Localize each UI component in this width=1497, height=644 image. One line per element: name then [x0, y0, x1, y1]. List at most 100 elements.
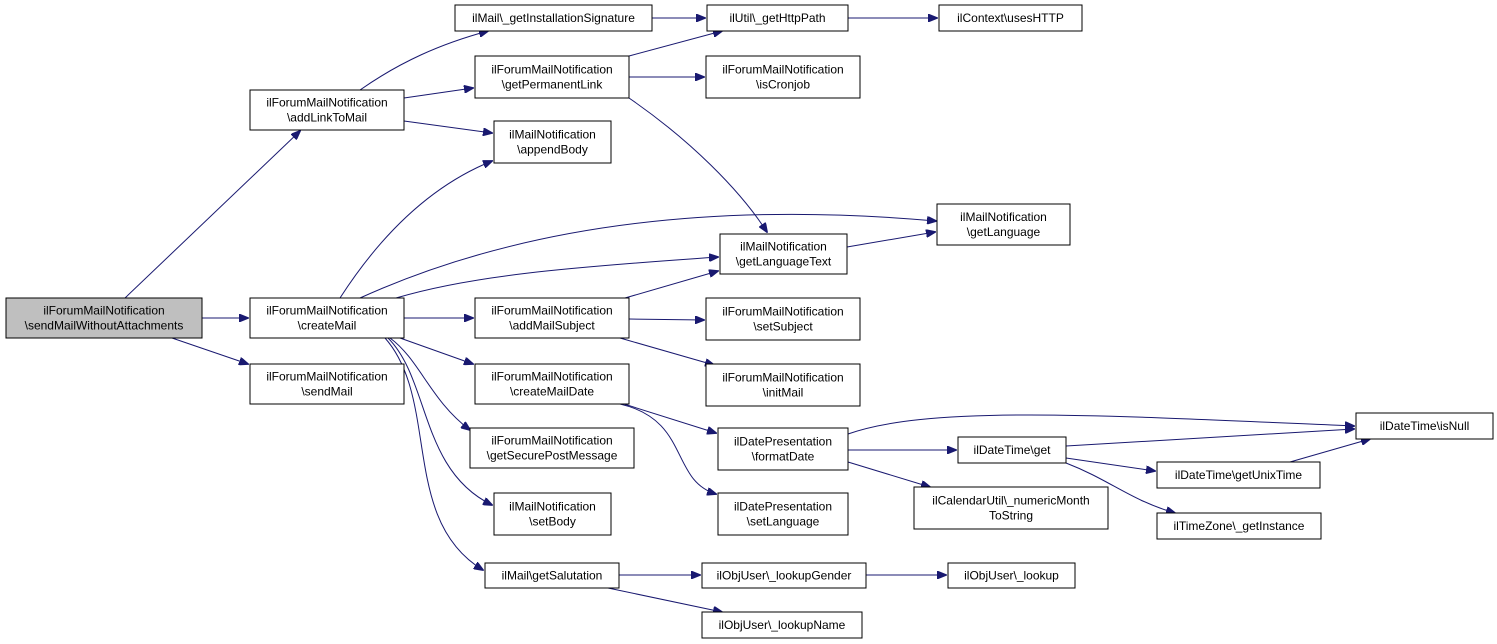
node-setSubject[interactable]: ilForumMailNotification\setSubject: [705, 297, 861, 341]
node-getHttpPath[interactable]: ilUtil\_getHttpPath: [706, 4, 849, 32]
node-label-line: \setSubject: [753, 320, 813, 334]
node-label-line: ilForumMailNotification: [266, 96, 387, 110]
edge-addMailSubject-to-initMail: [619, 337, 714, 365]
node-formatDate[interactable]: ilDatePresentation\formatDate: [717, 427, 849, 471]
edge-sendMailWithoutAttachments-to-sendMail: [171, 337, 248, 364]
edge-getPermanentLink-to-getLanguageText: [628, 97, 767, 232]
node-box: [705, 297, 861, 341]
node-label-line: ilDateTime\getUnixTime: [1175, 468, 1302, 482]
node-label-line: ilForumMailNotification: [491, 370, 612, 384]
node-label-line: ilObjUser\_lookupGender: [717, 569, 852, 583]
node-box: [936, 203, 1071, 246]
node-box: [717, 492, 849, 536]
node-initMail[interactable]: ilForumMailNotification\initMail: [705, 363, 861, 407]
node-label-line: ilObjUser\_lookup: [964, 569, 1059, 583]
node-getUnixTime[interactable]: ilDateTime\getUnixTime: [1156, 461, 1321, 489]
edge-createMail-to-setBody: [387, 337, 492, 505]
node-usesHTTP[interactable]: ilContext\usesHTTP: [938, 4, 1083, 32]
node-label-line: ilDateTime\isNull: [1380, 419, 1470, 433]
node-label-line: \isCronjob: [756, 78, 810, 92]
node-label-line: \createMail: [298, 319, 357, 333]
edge-getUnixTime-to-isNull: [1289, 439, 1370, 463]
node-label-line: ilForumMailNotification: [722, 371, 843, 385]
node-label-line: \getSecurePostMessage: [487, 449, 618, 463]
node-label-line: ilMailNotification: [509, 500, 596, 514]
edge-addLinkToMail-to-getPermanentLink: [403, 88, 473, 99]
node-getSecurePostMessage[interactable]: ilForumMailNotification\getSecurePostMes…: [469, 427, 635, 469]
edge-createMail-to-getLanguageText: [395, 257, 718, 299]
node-appendBody[interactable]: ilMailNotification\appendBody: [493, 120, 612, 164]
node-isNull[interactable]: ilDateTime\isNull: [1355, 412, 1494, 440]
node-label-line: ilForumMailNotification: [491, 434, 612, 448]
node-getPermanentLink[interactable]: ilForumMailNotification\getPermanentLink: [474, 55, 630, 99]
node-box: [454, 4, 653, 32]
node-box: [249, 297, 405, 339]
node-label-line: ilForumMailNotification: [491, 304, 612, 318]
edge-getSalutation-to-lookupName: [607, 587, 722, 612]
node-label-line: \setLanguage: [747, 515, 820, 529]
node-box: [484, 562, 620, 589]
node-isCronjob[interactable]: ilForumMailNotification\isCronjob: [705, 55, 861, 99]
node-addMailSubject[interactable]: ilForumMailNotification\addMailSubject: [474, 297, 630, 339]
node-label-line: \sendMail: [301, 385, 352, 399]
edge-addLinkToMail-to-getInstallationSignature: [359, 31, 488, 91]
node-createMailDate[interactable]: ilForumMailNotification\createMailDate: [474, 363, 630, 405]
node-getSalutation[interactable]: ilMail\getSalutation: [484, 562, 620, 589]
edge-addMailSubject-to-setSubject: [628, 319, 704, 320]
node-label-line: \getPermanentLink: [502, 78, 604, 92]
node-label-line: ilForumMailNotification: [266, 370, 387, 384]
edge-sendMailWithoutAttachments-to-addLinkToMail: [124, 131, 300, 299]
node-label-line: ilMailNotification: [960, 210, 1047, 224]
node-getInstallationSignature[interactable]: ilMail\_getInstallationSignature: [454, 4, 653, 32]
edge-createMail-to-appendBody: [339, 161, 492, 299]
node-label-line: ilUtil\_getHttpPath: [729, 11, 825, 25]
node-label-line: ilDatePresentation: [734, 500, 832, 514]
node-setBody[interactable]: ilMailNotification\setBody: [493, 492, 612, 536]
node-sendMail[interactable]: ilForumMailNotification\sendMail: [249, 363, 405, 405]
node-createMail[interactable]: ilForumMailNotification\createMail: [249, 297, 405, 339]
node-addLinkToMail[interactable]: ilForumMailNotification\addLinkToMail: [249, 89, 405, 131]
edge-dtGet-to-tzGetInstance: [1065, 462, 1175, 513]
node-box: [493, 120, 612, 164]
node-label-line: ilForumMailNotification: [491, 63, 612, 77]
edge-createMail-to-createMailDate: [399, 337, 473, 364]
node-label-line: ilForumMailNotification: [266, 304, 387, 318]
node-sendMailWithoutAttachments[interactable]: ilForumMailNotification\sendMailWithoutA…: [5, 297, 203, 339]
node-dtGet[interactable]: ilDateTime\get: [957, 436, 1067, 464]
edge-getLanguageText-to-getLanguage: [846, 232, 935, 248]
node-label-line: ilForumMailNotification: [722, 63, 843, 77]
edges-layer: [124, 18, 1370, 612]
node-box: [719, 233, 848, 275]
node-lookupName[interactable]: ilObjUser\_lookupName: [701, 611, 863, 639]
node-lookupGender[interactable]: ilObjUser\_lookupGender: [701, 562, 867, 589]
node-label-line: \setBody: [529, 515, 576, 529]
node-label-line: \formatDate: [752, 450, 815, 464]
node-box: [249, 363, 405, 405]
node-box: [705, 55, 861, 99]
node-box: [701, 562, 867, 589]
node-label-line: \getLanguage: [967, 225, 1041, 239]
node-getLanguageText[interactable]: ilMailNotification\getLanguageText: [719, 233, 848, 275]
node-box: [913, 486, 1109, 530]
node-lookup[interactable]: ilObjUser\_lookup: [947, 562, 1076, 589]
node-label-line: ilCalendarUtil\_numericMonth: [932, 494, 1089, 508]
node-box: [947, 562, 1076, 589]
node-setLanguage[interactable]: ilDatePresentation\setLanguage: [717, 492, 849, 536]
node-tzGetInstance[interactable]: ilTimeZone\_getInstance: [1156, 512, 1322, 540]
node-label-line: ilMailNotification: [509, 128, 596, 142]
edge-createMail-to-getSecurePostMessage: [389, 337, 470, 430]
node-box: [474, 297, 630, 339]
node-label-line: ilMail\getSalutation: [502, 569, 603, 583]
edge-addLinkToMail-to-appendBody: [403, 120, 492, 133]
node-label-line: \appendBody: [517, 143, 588, 157]
node-box: [705, 363, 861, 407]
edge-dtGet-to-isNull: [1065, 429, 1354, 447]
node-label-line: ilTimeZone\_getInstance: [1174, 519, 1305, 533]
node-box: [717, 427, 849, 471]
node-label-line: ilMail\_getInstallationSignature: [472, 11, 635, 25]
edge-addMailSubject-to-getLanguageText: [624, 271, 718, 299]
node-label-line: ilForumMailNotification: [722, 305, 843, 319]
node-label-line: \initMail: [763, 386, 804, 400]
node-getLanguage[interactable]: ilMailNotification\getLanguage: [936, 203, 1071, 246]
